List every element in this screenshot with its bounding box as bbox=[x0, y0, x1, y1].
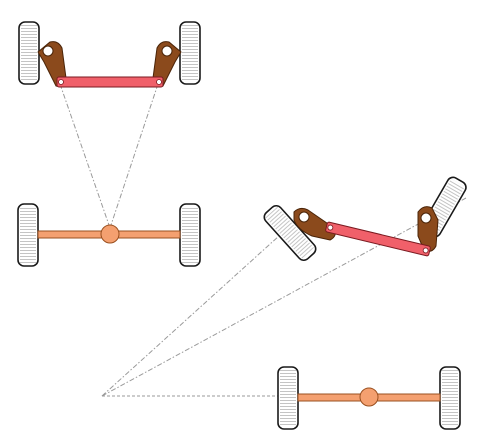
turned-rear-axle-hub bbox=[359, 387, 379, 407]
tie-rod-straight bbox=[56, 76, 164, 88]
rear-axle-straight bbox=[17, 203, 201, 267]
turned-rear-right-tire bbox=[439, 366, 461, 430]
tie-rod-turned bbox=[325, 221, 431, 257]
front-axle-straight bbox=[18, 21, 201, 229]
left-steering-arm bbox=[37, 41, 67, 87]
rear-right-tire bbox=[179, 203, 201, 267]
outer-wheel-axis-line bbox=[101, 197, 467, 397]
turned-left-steering-arm bbox=[293, 207, 336, 241]
rear-left-tire bbox=[17, 203, 39, 267]
construction-line-right bbox=[109, 83, 159, 229]
construction-line-left bbox=[59, 83, 111, 229]
inner-wheel-axis-line bbox=[101, 225, 291, 397]
turned-configuration bbox=[101, 176, 467, 397]
rear-axle-turned bbox=[277, 366, 461, 430]
front-right-tire bbox=[179, 21, 201, 85]
turned-rear-left-tire bbox=[277, 366, 299, 430]
front-left-tire bbox=[18, 21, 40, 85]
rear-axle-hub bbox=[100, 224, 120, 244]
